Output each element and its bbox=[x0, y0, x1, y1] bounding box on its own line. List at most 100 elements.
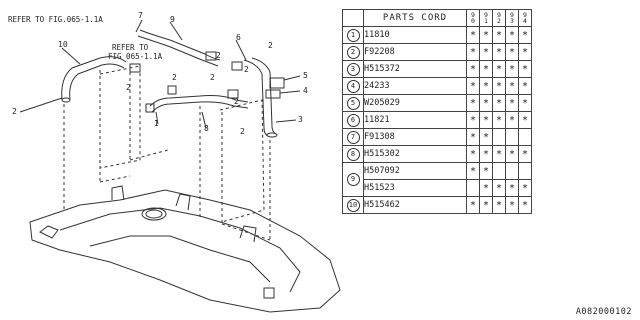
applicability-mark: * bbox=[492, 179, 506, 197]
part-code-cell: 11810 bbox=[363, 26, 467, 44]
applicability-mark: * bbox=[466, 43, 480, 61]
part-code-cell: H515462 bbox=[363, 196, 467, 214]
row-index-cell: 10 bbox=[342, 196, 364, 214]
applicability-mark: * bbox=[466, 26, 480, 44]
hose-8 bbox=[145, 95, 249, 113]
leader-3 bbox=[275, 119, 297, 123]
index-circle: 1 bbox=[346, 28, 360, 42]
applicability-mark: * bbox=[505, 94, 519, 112]
index-circle: 7 bbox=[346, 130, 360, 144]
applicability-mark: * bbox=[492, 77, 506, 95]
part-code-cell: 24233 bbox=[363, 77, 467, 95]
hose-10 bbox=[61, 56, 127, 103]
row-index-cell: 3 bbox=[342, 60, 364, 78]
applicability-mark: * bbox=[479, 196, 493, 214]
applicability-mark: * bbox=[492, 26, 506, 44]
index-header bbox=[342, 9, 364, 27]
leader-5 bbox=[283, 75, 301, 81]
callout-8: 8 bbox=[204, 124, 209, 133]
row-index-cell: 6 bbox=[342, 111, 364, 129]
applicability-mark bbox=[518, 162, 532, 180]
part-code-cell: F92208 bbox=[363, 43, 467, 61]
applicability-mark: * bbox=[479, 162, 493, 180]
applicability-mark: * bbox=[492, 145, 506, 163]
callout-2b: 2 bbox=[126, 83, 131, 92]
applicability-mark: * bbox=[466, 94, 480, 112]
callout-2h: 2 bbox=[234, 97, 239, 106]
leader-8 bbox=[201, 111, 207, 129]
hose-9 bbox=[137, 29, 221, 67]
row-index-cell: 2 bbox=[342, 43, 364, 61]
index-circle: 8 bbox=[346, 147, 360, 161]
callout-2a: 2 bbox=[12, 107, 17, 116]
callout-2i: 2 bbox=[240, 127, 245, 136]
callout-1: 1 bbox=[154, 119, 159, 128]
applicability-mark: * bbox=[479, 60, 493, 78]
applicability-mark: * bbox=[466, 162, 480, 180]
applicability-mark: * bbox=[505, 60, 519, 78]
index-circle: 6 bbox=[346, 113, 360, 127]
applicability-mark: * bbox=[479, 94, 493, 112]
part-code-cell: 11821 bbox=[363, 111, 467, 129]
leader-10 bbox=[61, 47, 81, 65]
part-code-cell: W205029 bbox=[363, 94, 467, 112]
applicability-mark: * bbox=[466, 77, 480, 95]
applicability-mark: * bbox=[492, 196, 506, 214]
diagram-reference-id: A082000102 bbox=[575, 307, 632, 317]
applicability-mark: * bbox=[466, 111, 480, 129]
reference-note-1: REFER TO FIG.065-1.1A bbox=[8, 15, 103, 24]
applicability-mark: * bbox=[518, 43, 532, 61]
index-circle: 3 bbox=[346, 62, 360, 76]
leader-2a bbox=[19, 97, 63, 113]
row-index-cell: 1 bbox=[342, 26, 364, 44]
index-circle: 5 bbox=[346, 96, 360, 110]
applicability-mark: * bbox=[505, 43, 519, 61]
applicability-mark: * bbox=[479, 145, 493, 163]
engine-outline bbox=[29, 185, 341, 313]
callout-6: 6 bbox=[236, 33, 241, 42]
applicability-mark: * bbox=[518, 179, 532, 197]
applicability-mark bbox=[466, 179, 480, 197]
part-4-5 bbox=[265, 77, 285, 99]
index-circle: 2 bbox=[346, 45, 360, 59]
row-index-cell: 8 bbox=[342, 145, 364, 163]
applicability-mark bbox=[505, 162, 519, 180]
applicability-mark bbox=[505, 128, 519, 146]
row-index-cell: 7 bbox=[342, 128, 364, 146]
applicability-mark: * bbox=[518, 196, 532, 214]
row-index-cell: 4 bbox=[342, 77, 364, 95]
index-circle: 4 bbox=[346, 79, 360, 93]
table-row: H51523**** bbox=[343, 179, 532, 197]
applicability-mark: * bbox=[505, 196, 519, 214]
callout-2g: 2 bbox=[244, 65, 249, 74]
applicability-mark: * bbox=[479, 26, 493, 44]
parts-code-header: PARTS CORD bbox=[363, 9, 467, 27]
callout-2c: 2 bbox=[172, 73, 177, 82]
applicability-mark bbox=[492, 128, 506, 146]
callout-2f: 2 bbox=[268, 41, 273, 50]
part-code-cell: H51523 bbox=[363, 179, 467, 197]
leader-1 bbox=[155, 111, 159, 125]
callout-2e: 2 bbox=[216, 51, 221, 60]
reference-note-2-line2: FIG 065-1.1A bbox=[108, 52, 163, 61]
applicability-mark: * bbox=[505, 26, 519, 44]
callout-5: 5 bbox=[303, 71, 308, 80]
applicability-mark: * bbox=[492, 94, 506, 112]
callout-9: 9 bbox=[170, 15, 175, 24]
part-code-cell: H515302 bbox=[363, 145, 467, 163]
